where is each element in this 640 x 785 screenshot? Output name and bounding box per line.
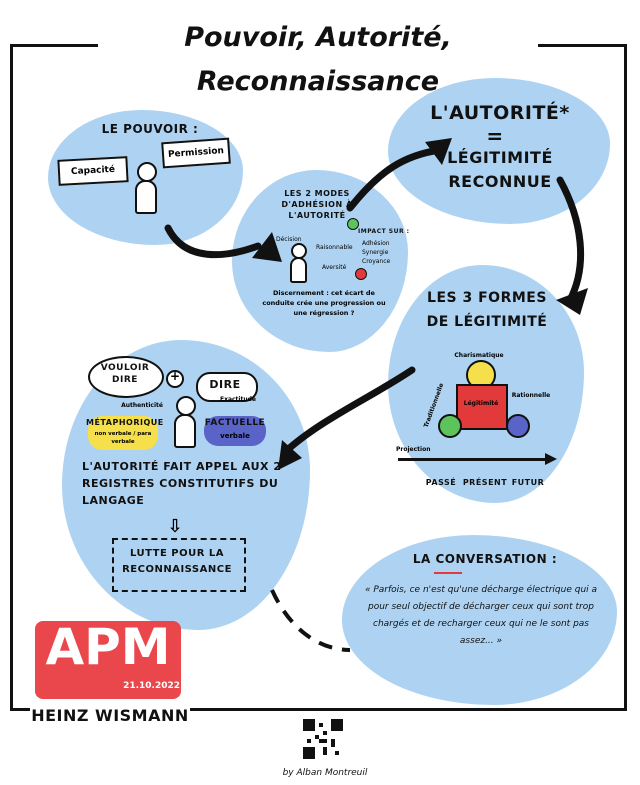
arrowhead-3 [556, 288, 588, 315]
timeline-arrowhead [545, 453, 557, 465]
formes-heading-1: Les 3 formes [427, 290, 547, 306]
autorite-line3: reconnue [448, 172, 552, 191]
dire-label-left: Authenticité [121, 402, 163, 409]
arrowhead-4 [278, 440, 302, 470]
formes-heading-2: de légitimité [426, 314, 548, 330]
figure-traditionnelle [438, 414, 462, 438]
timeline-axis [398, 458, 548, 461]
speaker-name: Heinz Wismann [30, 703, 190, 729]
autorite-line1: L'autorité* [430, 102, 570, 124]
arrow-autorite-to-formes [556, 176, 585, 304]
dire-person-head [176, 396, 196, 416]
author-credit: by Alban Montreuil [282, 768, 368, 778]
formes-label-top: Charismatique [454, 352, 504, 359]
conversation-quote: « Parfois, ce n'est qu'une décharge élec… [364, 585, 598, 646]
dire-label-right: Exactitude [219, 396, 256, 403]
dire-person-body [174, 414, 196, 448]
pouvoir-person-body [135, 180, 157, 214]
tag-metaphorique-sub: non verbale / para verbale [94, 431, 152, 445]
tag-factuelle-text: Factuelle [204, 418, 266, 428]
cloud-adhesion [232, 170, 408, 352]
adhesion-label-decision: Décision [276, 236, 302, 243]
bubble-vouloir-dire-text: Vouloir dire [100, 363, 150, 385]
formes-label-center: Légitimité [463, 400, 499, 407]
cloud-conversation [342, 535, 617, 705]
adhesion-heading: Les 2 modes d'adhésion à l'autorité [281, 189, 353, 220]
tag-metaphorique [88, 416, 158, 450]
pouvoir-heading: Le pouvoir : [101, 122, 199, 136]
plus-circle [166, 370, 184, 388]
time-passe: Passé [425, 478, 457, 487]
dire-result: Lutte pour la reconnaissance [122, 548, 232, 575]
plus-circle-text: + [169, 369, 181, 383]
qr-code-icon[interactable] [303, 719, 343, 759]
pouvoir-box-permission: Permission [161, 137, 231, 169]
bubble-vouloir-dire [88, 356, 164, 398]
dashed-connector [270, 589, 351, 652]
bubble-dire [196, 372, 258, 402]
tag-metaphorique-text: Métaphorique [86, 418, 164, 427]
autorite-equals: = [486, 124, 504, 148]
adhesion-label-minus: Aversité [322, 264, 347, 271]
minus-marker [355, 268, 367, 280]
adhesion-label-plus: Raisonnable [316, 244, 353, 251]
adhesion-person-body [290, 257, 307, 283]
formes-label-right: Rationnelle [511, 392, 551, 399]
arrowhead-1 [252, 232, 282, 262]
time-futur: Futur [511, 478, 545, 487]
time-present: Présent [462, 478, 508, 487]
arrowhead-2 [425, 138, 452, 165]
tag-factuelle-sub: verbale [220, 432, 250, 440]
dire-down-arrow: ⇩ [167, 516, 183, 537]
page-title: Pouvoir, Autorité, Reconnaissance [98, 16, 538, 97]
pouvoir-person-head [137, 162, 157, 182]
arrow-formes-to-dire [281, 366, 416, 456]
apm-logo-bg [35, 621, 181, 699]
adhesion-question: Discernement : cet écart de conduite cré… [262, 289, 386, 317]
adhesion-impact-2: Synergie [362, 249, 389, 256]
reconnaissance-box [112, 538, 246, 592]
dire-statement: L'autorité fait appel aux 2 registres co… [82, 460, 282, 507]
lightning-icon [434, 560, 462, 574]
adhesion-impact-1: Adhésion [362, 240, 390, 247]
conversation-heading: La conversation : [412, 552, 558, 566]
adhesion-impact-title: Impact sur : [358, 228, 410, 235]
plus-marker [347, 218, 359, 230]
tag-factuelle [204, 416, 266, 446]
autorite-line2: Légitimité [447, 148, 553, 167]
arrow-adhesion-to-autorite [346, 146, 444, 212]
figure-legitimite-block [456, 384, 508, 430]
apm-logo: APM [45, 618, 171, 676]
event-date: 21.10.2022 [123, 681, 180, 691]
figure-rationnelle [506, 414, 530, 438]
bubble-dire-text: Dire [209, 378, 241, 391]
adhesion-impact-3: Croyance [362, 258, 391, 265]
pouvoir-box-capacite: Capacité [57, 156, 129, 186]
formes-axis-label: Projection [396, 446, 431, 453]
arrow-pouvoir-to-adhesion [164, 224, 262, 259]
